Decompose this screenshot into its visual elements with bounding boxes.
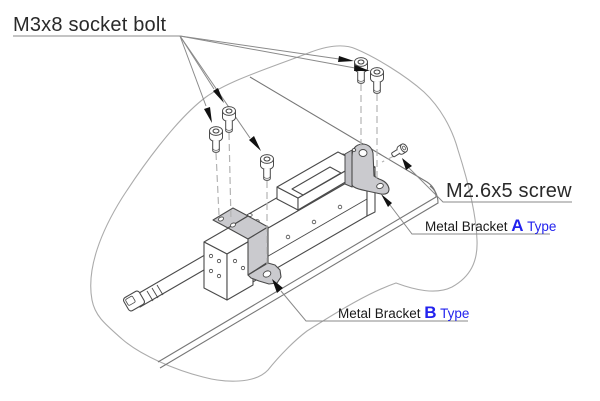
label-screw: M2.6x5 screw — [446, 180, 572, 202]
socket-bolt-icon — [260, 154, 274, 181]
label-bracket-b: Metal Bracket B Type — [338, 303, 469, 322]
metal-bracket-a — [344, 143, 390, 195]
plate-sketch-outline — [90, 45, 478, 382]
label-leaders — [280, 167, 572, 322]
label-bracket-a-letter: A — [511, 216, 523, 235]
connector-block — [276, 151, 360, 211]
label-socket-bolt: M3x8 socket bolt — [13, 14, 167, 36]
actuator-rod — [123, 251, 217, 312]
socket-bolt-icon — [370, 67, 384, 94]
label-bracket-a-suffix: Type — [524, 219, 557, 234]
label-bracket-b-prefix: Metal Bracket — [338, 306, 424, 321]
label-bracket-b-letter: B — [424, 303, 436, 322]
metal-bracket-b — [212, 207, 282, 285]
arrowheads — [204, 56, 412, 293]
socket-bolt-leaders — [13, 35, 356, 139]
label-bracket-a: Metal Bracket A Type — [425, 216, 556, 235]
m26-screw-icon — [389, 142, 410, 160]
socket-bolt-icon — [222, 106, 236, 133]
label-bracket-a-prefix: Metal Bracket — [425, 219, 511, 234]
socket-bolt-icon — [209, 126, 223, 153]
label-bracket-b-suffix: Type — [437, 306, 470, 321]
plate-edges — [157, 76, 439, 369]
insertion-dashed-lines — [215, 84, 395, 268]
